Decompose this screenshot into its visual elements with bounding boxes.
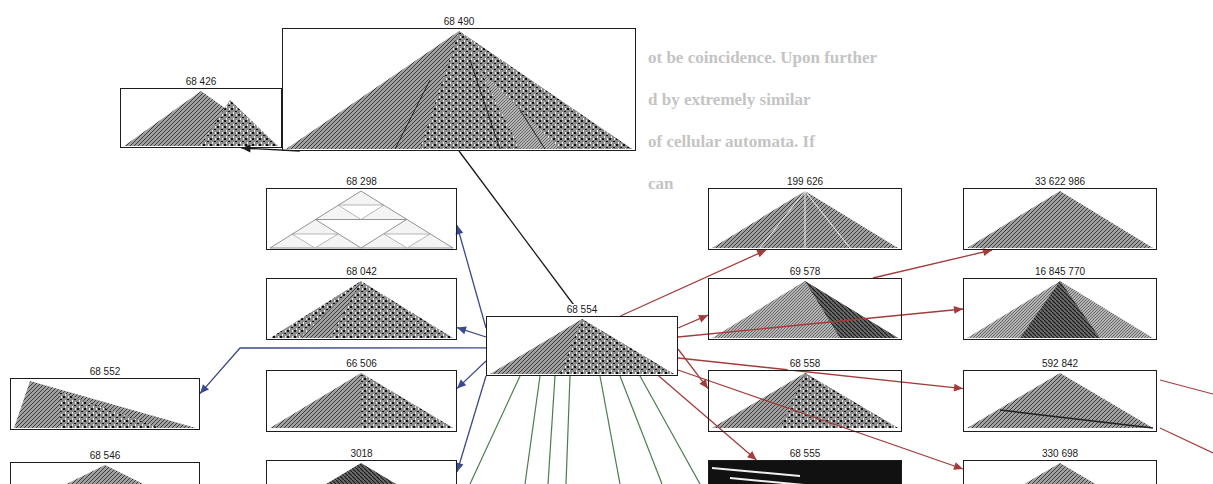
rule-box: 68 546 xyxy=(10,462,200,484)
connector-line xyxy=(457,361,486,389)
page-text-fragment: ot be coincidence. Upon further xyxy=(648,48,877,68)
connector xyxy=(873,248,992,278)
rule-number: 199 626 xyxy=(785,176,825,188)
rule-box: 330 698 xyxy=(963,460,1157,484)
connector-line xyxy=(457,376,486,472)
arrow-head xyxy=(953,462,963,470)
rule-number: 330 698 xyxy=(1040,448,1080,460)
connector-line xyxy=(678,309,963,337)
rule-box: 592 842 xyxy=(963,370,1157,432)
connector-line xyxy=(678,358,963,389)
rule-box: 68 042 xyxy=(266,278,457,340)
rule-number: 33 622 986 xyxy=(1033,176,1087,188)
connector xyxy=(678,349,708,389)
rule-box: 16 845 770 xyxy=(963,278,1157,340)
rule-number: 3018 xyxy=(348,448,374,460)
rule-box: 68 490 xyxy=(282,28,636,151)
arrow-head xyxy=(457,379,466,388)
rule-box: 68 554 xyxy=(486,316,678,376)
rule-box: 68 552 xyxy=(10,378,200,430)
rule-box: 33 622 986 xyxy=(963,188,1157,250)
rule-number: 69 578 xyxy=(788,266,823,278)
connector xyxy=(678,315,708,328)
rule-number: 68 558 xyxy=(788,358,823,370)
rule-box: 3018 xyxy=(266,460,457,484)
connector xyxy=(678,358,963,392)
rule-number: 68 554 xyxy=(565,304,600,316)
connector-line xyxy=(620,250,766,316)
rule-box: 68 558 xyxy=(708,370,902,432)
page-text-fragment: can xyxy=(648,174,674,194)
rule-number: 68 298 xyxy=(344,176,379,188)
arrow-head xyxy=(756,250,766,257)
connector xyxy=(456,376,486,472)
connector xyxy=(457,361,486,389)
rule-box: 68 426 xyxy=(120,88,282,148)
rule-number: 68 546 xyxy=(88,450,123,462)
arrow-head xyxy=(457,327,467,335)
connector-line xyxy=(678,370,963,469)
rule-number: 68 426 xyxy=(184,76,219,88)
arrow-head xyxy=(747,451,756,460)
rule-box: 66 506 xyxy=(266,370,457,432)
page-text-fragment: of cellular automata. If xyxy=(648,132,815,152)
connector-line xyxy=(457,225,486,328)
rule-number: 16 845 770 xyxy=(1033,266,1087,278)
rule-number: 68 490 xyxy=(442,16,477,28)
rule-number: 68 555 xyxy=(788,448,823,460)
connector-line xyxy=(678,315,708,328)
connector-line xyxy=(459,151,582,316)
arrow-head xyxy=(698,315,708,322)
connector-line xyxy=(873,250,992,278)
arrow-head xyxy=(954,384,963,392)
connector xyxy=(242,144,300,152)
rule-number: 68 042 xyxy=(344,266,379,278)
rule-box: 68 298 xyxy=(266,188,457,250)
connector xyxy=(678,370,963,470)
connector xyxy=(456,225,486,328)
connector xyxy=(620,250,766,316)
rule-number: 592 842 xyxy=(1040,358,1080,370)
connector xyxy=(678,306,963,337)
arrow-head xyxy=(954,306,963,314)
page-text-fragment: d by extremely similar xyxy=(648,90,811,110)
rule-number: 68 552 xyxy=(88,366,123,378)
arrow-head xyxy=(242,144,251,152)
rule-box: 69 578 xyxy=(708,278,902,340)
connector-line xyxy=(678,349,708,389)
rule-box: 68 555 xyxy=(708,460,902,484)
rule-number: 66 506 xyxy=(344,358,379,370)
connector xyxy=(457,327,486,337)
rule-box: 199 626 xyxy=(708,188,902,250)
connector xyxy=(459,151,582,316)
arrow-head xyxy=(200,384,209,393)
